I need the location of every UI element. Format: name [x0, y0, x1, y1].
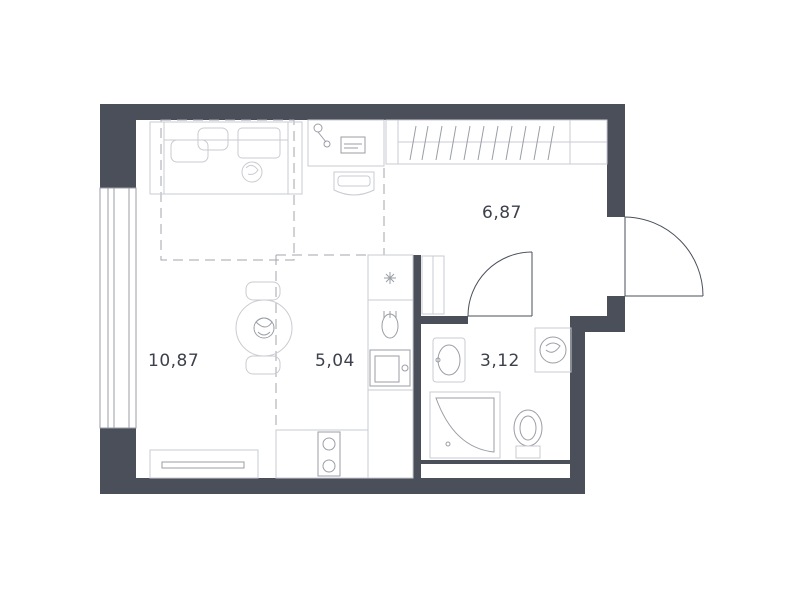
- area-bathroom: 3,12: [480, 351, 520, 371]
- fridge-icon: [384, 272, 396, 284]
- dishwasher-icon: [381, 311, 399, 339]
- bathroom-door: [467, 251, 533, 317]
- sink-icon: [369, 349, 411, 387]
- wardrobe: [385, 119, 608, 165]
- hall-cabinet: [421, 255, 445, 315]
- window-left: [99, 187, 137, 429]
- walls: [100, 104, 625, 494]
- tv-stand: [149, 449, 259, 479]
- area-living: 10,87: [148, 351, 199, 371]
- wall-bath-bottom: [413, 460, 578, 464]
- wall-bath-top: [413, 316, 468, 324]
- dining-table: [235, 281, 293, 375]
- shower-tray-icon: [429, 391, 501, 459]
- wall-bath-right: [570, 316, 585, 494]
- wall-right-upper: [607, 104, 625, 217]
- area-kitchen: 5,04: [315, 351, 355, 371]
- entry-door: [624, 216, 704, 297]
- wall-bottom: [100, 478, 585, 494]
- area-labels: 10,87 5,04 6,87 3,12: [148, 203, 522, 371]
- wall-bath-left: [413, 255, 421, 478]
- wall-top: [100, 104, 625, 120]
- area-hall: 6,87: [482, 203, 522, 223]
- washbasin-icon: [432, 337, 466, 383]
- sofa: [149, 121, 303, 195]
- bathroom-fixtures: [429, 327, 572, 459]
- toilet-icon: [513, 409, 543, 459]
- kitchen-units: [275, 254, 414, 479]
- washing-machine-icon: [534, 327, 572, 373]
- desk: [307, 119, 385, 196]
- wall-left-upper: [100, 104, 136, 188]
- stove-icon: [317, 431, 341, 477]
